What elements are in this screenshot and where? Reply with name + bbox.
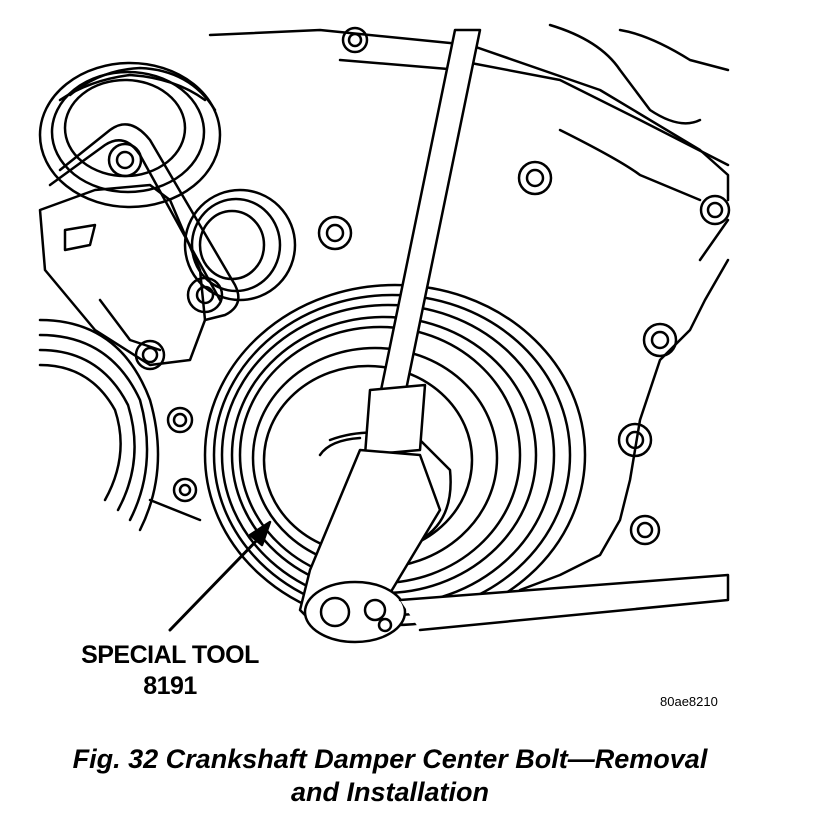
engine-illustration bbox=[38, 23, 731, 644]
callout-arrow bbox=[168, 520, 272, 632]
tensioner-bracket bbox=[38, 183, 207, 367]
special-tool-number: 8191 bbox=[143, 672, 197, 700]
special-tool-wrench bbox=[298, 28, 730, 644]
special-tool-name: SPECIAL TOOL bbox=[81, 641, 259, 669]
figure-caption: Fig. 32 Crankshaft Damper Center Bolt—Re… bbox=[0, 743, 780, 809]
caption-line-2: and Installation bbox=[290, 777, 490, 807]
timing-cover bbox=[148, 23, 730, 592]
lower-left-pulley bbox=[38, 318, 160, 532]
idler-pulley-upper bbox=[38, 61, 222, 209]
cover-bolts bbox=[107, 26, 731, 546]
reference-code: 80ae8210 bbox=[660, 694, 718, 709]
caption-line-1: Fig. 32 Crankshaft Damper Center Bolt—Re… bbox=[72, 744, 708, 774]
special-tool-label: SPECIAL TOOL 8191 bbox=[50, 640, 290, 702]
